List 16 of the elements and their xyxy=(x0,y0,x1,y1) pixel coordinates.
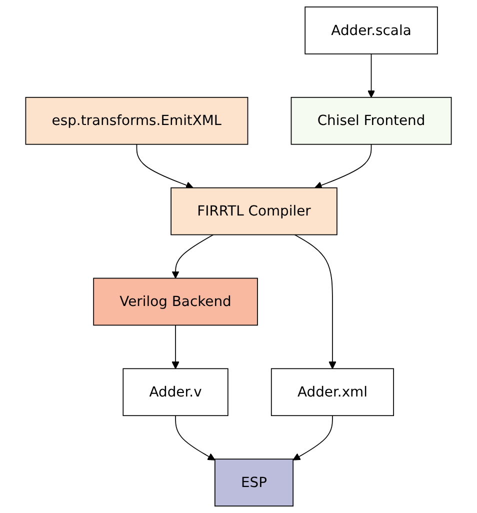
node-box: Verilog Backend xyxy=(93,278,258,326)
arrow xyxy=(294,234,336,369)
arrow xyxy=(314,144,372,189)
arrow xyxy=(172,324,180,369)
arrow xyxy=(136,144,194,189)
node-box: FIRRTL Compiler xyxy=(170,187,338,236)
arrow xyxy=(175,415,216,460)
arrow xyxy=(292,415,333,460)
node-box: Chisel Frontend xyxy=(290,96,452,145)
node-box: ESP xyxy=(214,458,294,506)
node-box: Adder.xml xyxy=(270,368,394,416)
node-box: esp.transforms.EmitXML xyxy=(25,96,248,145)
node-box: Adder.v xyxy=(122,368,228,416)
node-box: Adder.scala xyxy=(304,6,438,54)
arrow xyxy=(367,53,376,98)
arrow xyxy=(172,234,214,279)
